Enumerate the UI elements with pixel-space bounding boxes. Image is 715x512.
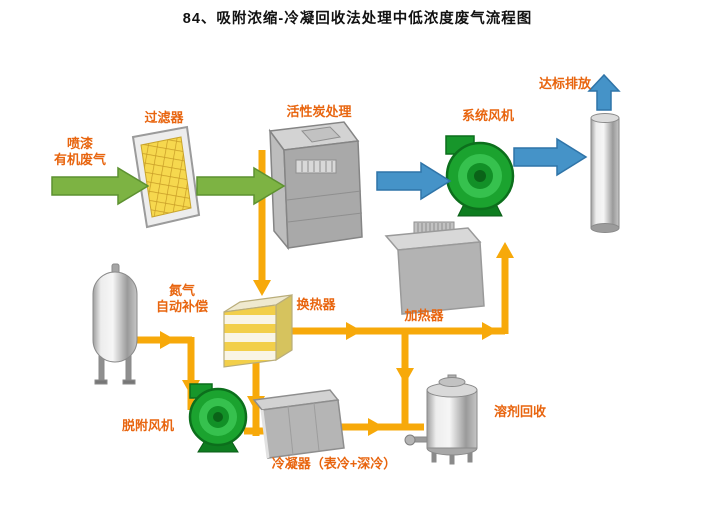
nitrogen-tank-foot [94,379,108,385]
heater-equipment [384,221,485,315]
label-inlet-gas: 喷漆 有机废气 [44,136,116,168]
filter-equipment [131,125,201,229]
label-nitrogen-line1: 氮气 [168,283,195,298]
stack-body [590,117,620,229]
condenser-front-face [261,399,345,459]
solvent-tank-body [426,389,478,449]
pipe-arrowhead [482,322,498,340]
pipe-arrowhead [346,322,362,340]
inlet-gas-arrow [51,166,150,206]
label-solvent-recovery: 溶剂回收 [493,404,546,419]
nitrogen-tank-body [92,271,138,363]
label-heat-exchanger: 换热器 [296,297,336,312]
stack-top [590,113,620,123]
label-inlet-line2: 有机废气 [53,152,106,167]
system-fan-equipment [445,135,515,217]
diagram-title: 84、吸附浓缩-冷凝回收法处理中低浓度废气流程图 [182,11,533,27]
carbon-vent-slats [301,161,333,172]
solvent-tank-equipment [404,374,478,465]
solvent-tank-lid [438,377,466,387]
stack-bottom [590,223,620,233]
pipe-arrowhead [160,331,176,349]
label-desorption-fan: 脱附风机 [121,418,174,433]
stack-discharge-arrow [587,73,621,111]
pipe-arrowhead [396,368,414,384]
label-filter: 过滤器 [144,110,184,125]
filter-to-carbon-arrow [196,166,286,206]
carbon-to-fan-arrow [376,161,452,201]
nitrogen-tank-foot [122,379,136,385]
blue-flow-arrows [376,73,621,201]
condenser-flange [260,409,270,459]
desorption-fan-equipment [188,383,248,453]
condenser-equipment [252,389,345,459]
label-carbon-unit: 活性炭处理 [286,104,352,119]
carbon-front-face [283,140,363,249]
fan-to-stack-arrow [513,137,588,177]
carbon-adsorber-equipment [268,121,363,251]
pipe-arrowhead [368,418,384,436]
system-fan-hub [474,170,486,182]
green-flow-arrows [51,166,286,206]
label-heater: 加热器 [404,308,444,323]
label-nitrogen: 氮气 自动补偿 [146,283,218,315]
solvent-tank-valve [404,434,416,446]
carbon-seams [286,190,363,223]
condenser-seams [287,402,320,456]
label-inlet-line1: 喷漆 [66,136,93,151]
label-condenser: 冷凝器（表冷+深冷） [271,456,397,471]
nitrogen-tank-equipment [92,263,138,385]
carbon-top-hatch [300,126,342,143]
heater-front-face [397,241,485,315]
stack-equipment [590,113,620,233]
pipe-arrowhead [253,280,271,296]
pipe-arrowhead [496,242,514,258]
label-nitrogen-line2: 自动补偿 [155,299,208,314]
filter-mesh [141,137,191,217]
hx-side-face [275,293,293,362]
label-discharge: 达标排放 [538,76,591,91]
desorption-fan-hub [213,412,223,422]
heat-exchanger-equipment [223,293,293,368]
hx-front-face [223,304,277,368]
label-system-fan: 系统风机 [461,108,514,123]
